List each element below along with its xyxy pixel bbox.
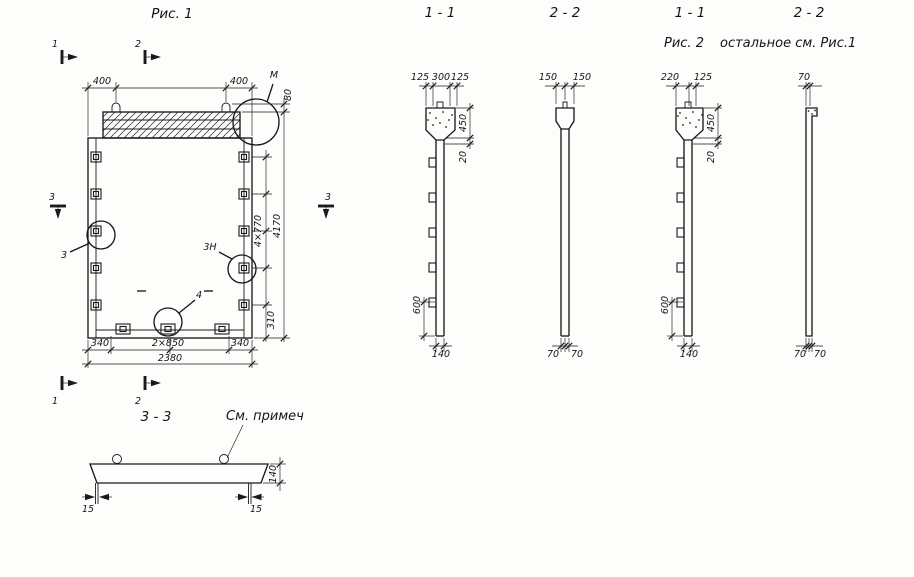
section-1-1-a-dimensions: 125 300 125 450 20 600 140: [411, 72, 474, 360]
loop-stub: [562, 101, 568, 108]
cut-mark-2-bottom: 2: [135, 396, 141, 407]
column-profile: [805, 107, 818, 337]
dim-15-right: 15: [250, 504, 262, 515]
figure1-title: Рис. 1: [151, 6, 193, 22]
cut-mark-2-top: 2: [135, 39, 141, 50]
dim-600: 600: [660, 296, 671, 314]
cut-mark-3-left: 3: [49, 192, 55, 203]
loop-circle-left: [112, 454, 122, 464]
dim-4170: 4170: [272, 214, 283, 238]
dim-70-right: 70: [571, 349, 583, 360]
loop-circle-right: [219, 454, 229, 464]
dim-400-left: 400: [93, 76, 111, 87]
dim-70-left: 70: [794, 349, 806, 360]
detail-label-m: М: [270, 70, 278, 81]
figure2-note: остальное см. Рис.1: [720, 36, 856, 51]
section-2-2-a-dimensions: 150 150 70 70: [539, 72, 591, 360]
detail-circle-3n: [227, 254, 257, 284]
detail-label-3: 3: [61, 250, 67, 261]
detail-label-4: 4: [196, 290, 202, 301]
section-1-1-a: 1 - 1 125 300 125 450 20 600: [411, 5, 474, 360]
beam-hatch: [102, 111, 241, 139]
dim-20: 20: [706, 151, 717, 163]
lifting-loop-right: [221, 102, 231, 112]
panel-top-beam: [102, 102, 241, 139]
detail-labels: М 3 3Н 4: [61, 70, 278, 301]
section-1-1-b-dimensions: 220 125 450 20 600 140: [660, 72, 722, 360]
detail-circles: [69, 83, 280, 337]
figure1: Рис. 1: [49, 6, 334, 407]
detail-circle-3: [86, 220, 116, 250]
loop-stub: [436, 101, 444, 108]
section-2-2-b-dimensions: 70 70 70: [794, 72, 826, 360]
dim-20: 20: [458, 151, 469, 163]
lifting-loop-left: [111, 102, 121, 112]
section-2-2-b: 2 - 2 70 70 70: [794, 5, 826, 360]
detail-circle-4: [153, 307, 183, 337]
dim-140: 140: [268, 465, 279, 483]
dim-70-top: 70: [798, 72, 810, 83]
panel-outline: [87, 137, 253, 339]
section-1-1-b: 1 - 1 Рис. 2 остальное см. Рис.1 220 125…: [660, 5, 856, 360]
column-head: [555, 107, 575, 130]
dim-310: 310: [266, 311, 277, 329]
dim-220: 220: [661, 72, 679, 83]
dim-2x850: 2×850: [152, 338, 184, 349]
dim-2380: 2380: [158, 353, 182, 364]
dim-70-right: 70: [814, 349, 826, 360]
section-2-2-a-title: 2 - 2: [550, 5, 581, 21]
dim-400-right: 400: [230, 76, 248, 87]
figure2-label: Рис. 2: [664, 36, 704, 51]
dim-150-right: 150: [573, 72, 591, 83]
dim-450: 450: [458, 114, 469, 132]
dim-125-right: 125: [451, 72, 469, 83]
top-beam-outline: [102, 111, 241, 139]
section-3-3: 3 - 3 См. примеч 140 15 15: [82, 409, 304, 515]
section-2-2-b-title: 2 - 2: [794, 5, 825, 21]
section-1-1-a-title: 1 - 1: [425, 5, 456, 21]
section-2-2-a: 2 - 2 150 150 70 70: [539, 5, 591, 360]
panel-body: [87, 137, 253, 339]
fig1-dimensions: 400 400 4×770 4170 310 80 340 2×850 340 …: [82, 76, 294, 368]
dim-450: 450: [706, 114, 717, 132]
section-3-3-dimensions: 140 15 15: [82, 457, 286, 515]
cut-mark-3-right: 3: [325, 192, 331, 203]
dim-125: 125: [694, 72, 712, 83]
dim-15-left: 15: [82, 504, 94, 515]
note-leader: [226, 424, 244, 459]
dim-600: 600: [412, 296, 423, 314]
cut-mark-1-bottom: 1: [52, 396, 58, 407]
dim-80: 80: [283, 89, 294, 101]
cut-mark-1-top: 1: [52, 39, 58, 50]
detail-circle-m: [232, 98, 280, 146]
dim-300: 300: [432, 72, 450, 83]
dim-140: 140: [680, 349, 698, 360]
slab-profile: [89, 463, 269, 484]
dim-150-left: 150: [539, 72, 557, 83]
dim-140: 140: [432, 349, 450, 360]
detail-label-3n: 3Н: [203, 242, 216, 253]
section-1-1-b-title: 1 - 1: [675, 5, 706, 21]
dim-125-left: 125: [411, 72, 429, 83]
dim-340-right: 340: [231, 338, 249, 349]
dim-340-left: 340: [91, 338, 109, 349]
section-3-3-title: 3 - 3: [141, 409, 172, 425]
dim-4x770: 4×770: [253, 215, 264, 247]
dim-70-left: 70: [547, 349, 559, 360]
see-note-label: См. примеч: [226, 409, 304, 424]
loop-stub: [684, 101, 692, 108]
section-cut-marks: 1 2 1 2 3 3: [49, 39, 334, 407]
